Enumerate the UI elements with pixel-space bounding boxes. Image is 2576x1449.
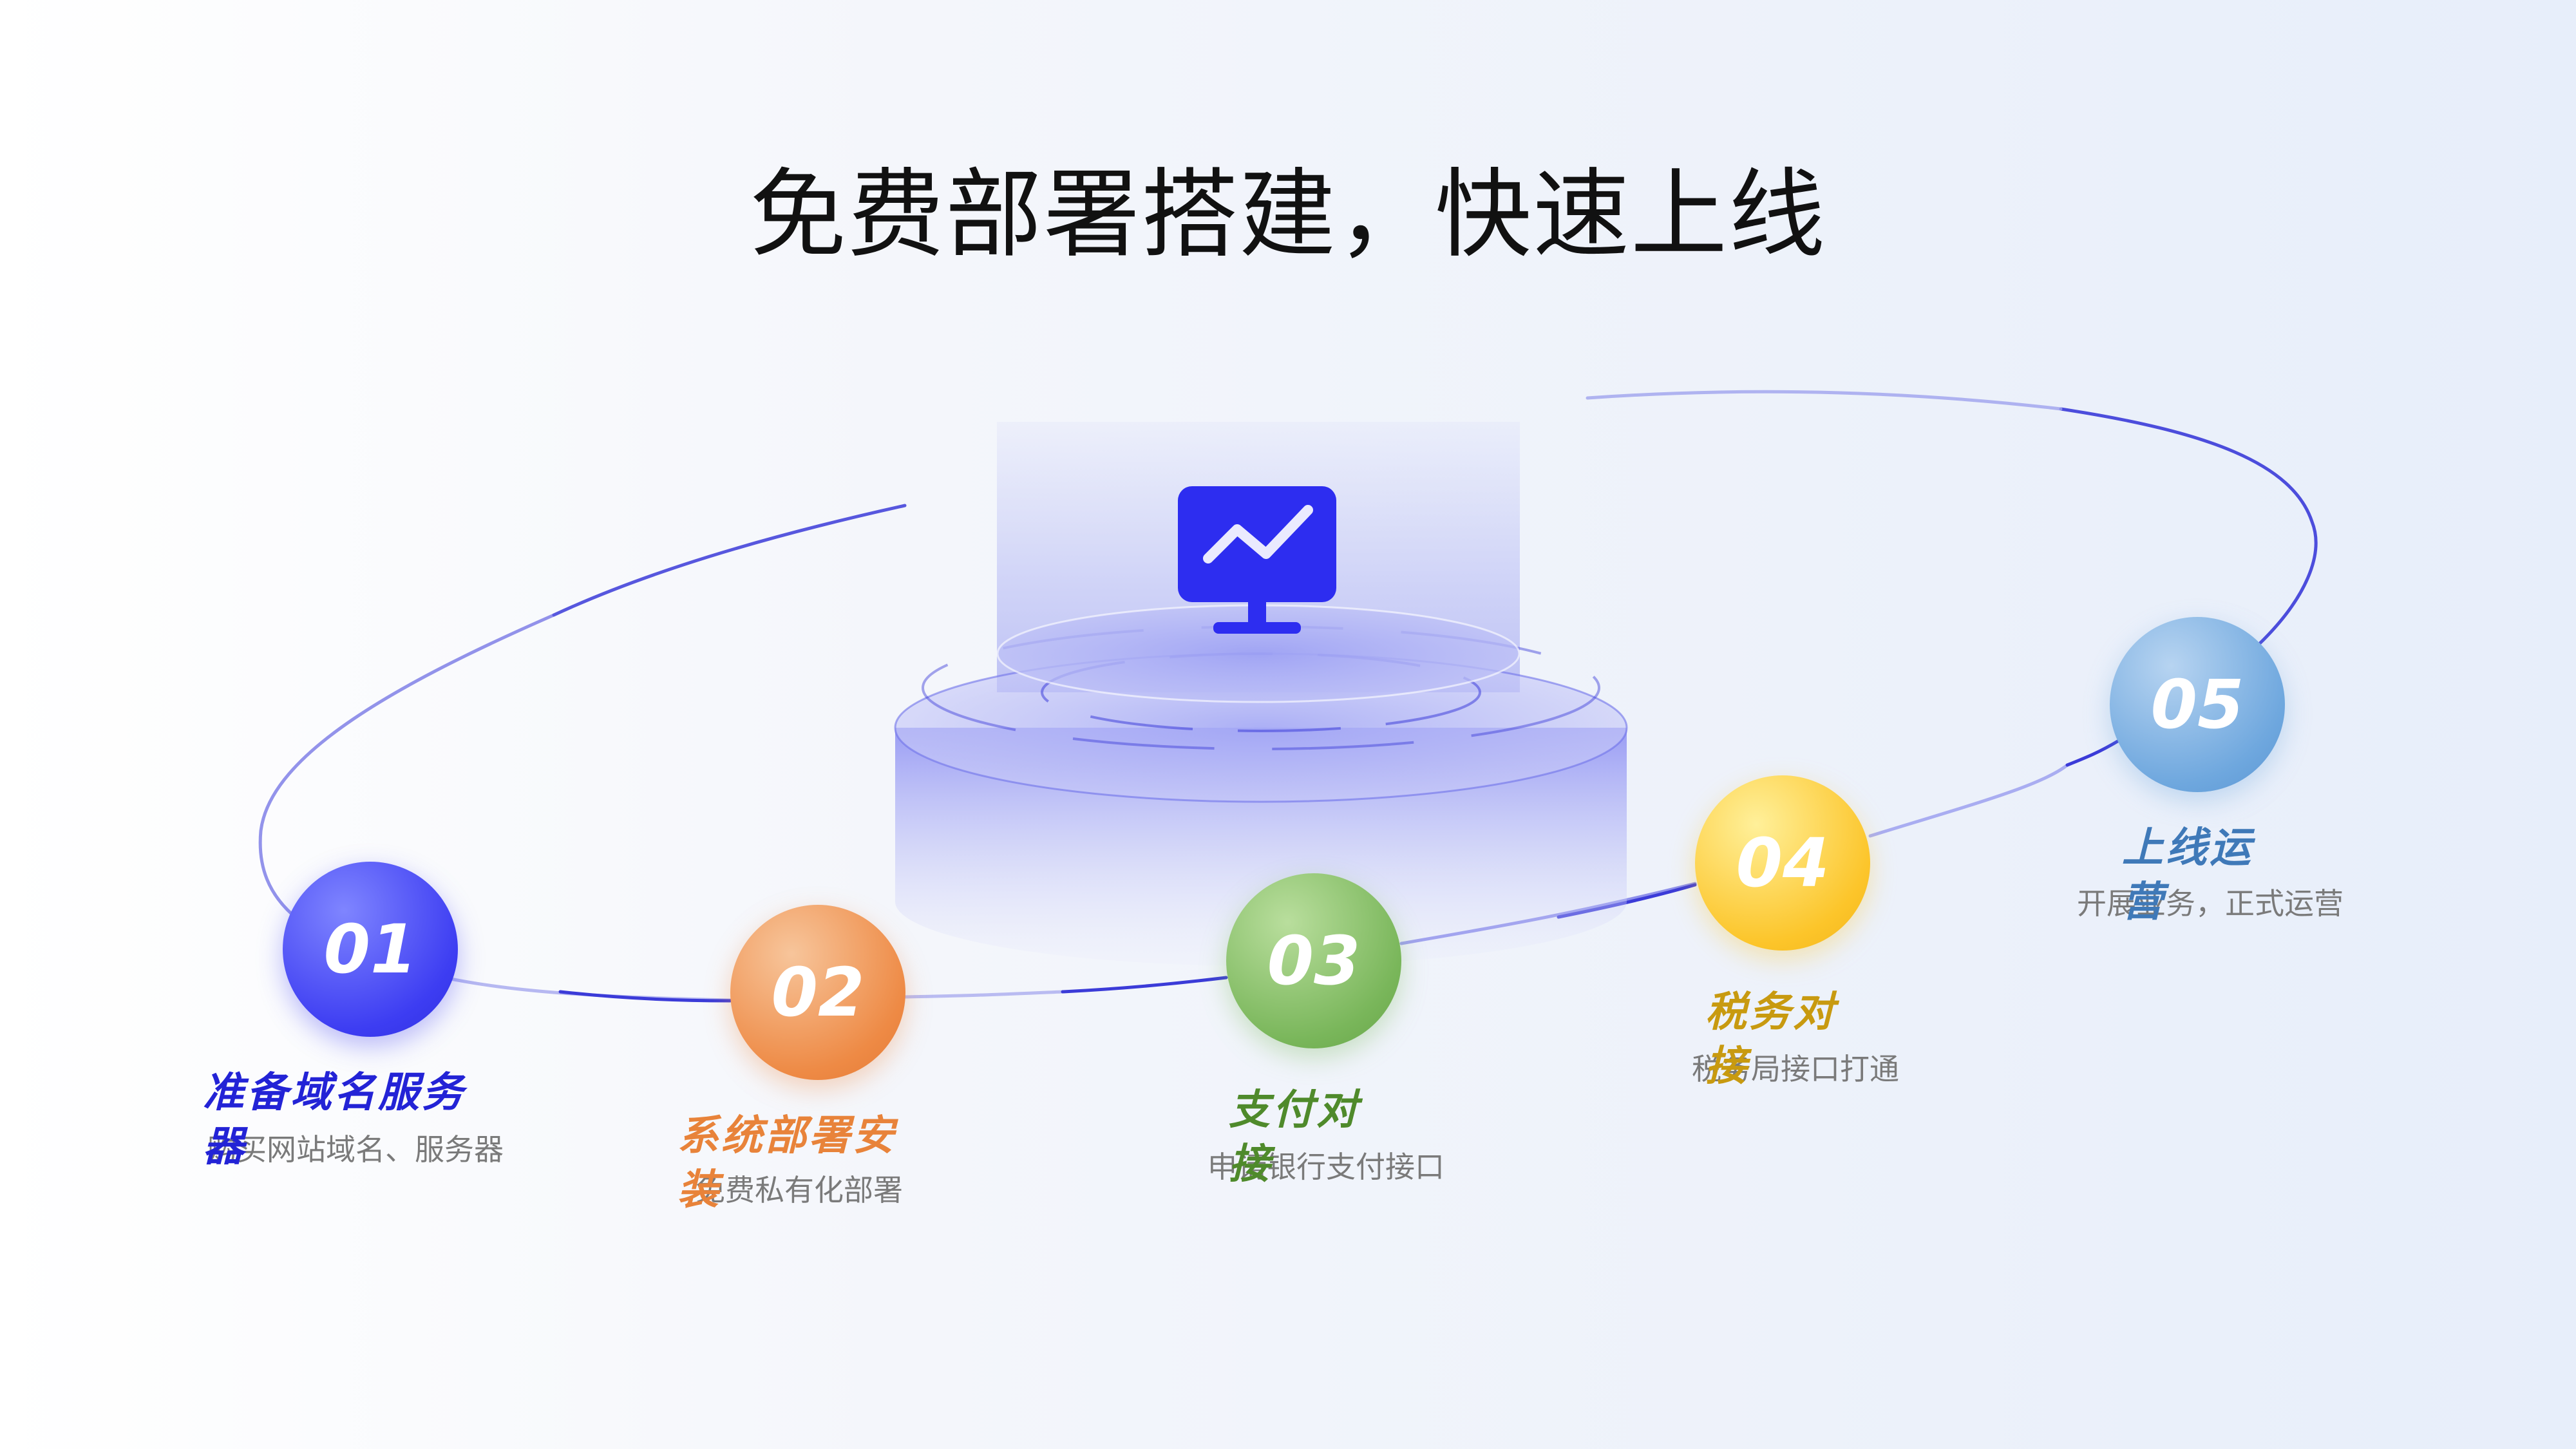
step-4-title: 税务对接 (1705, 989, 1837, 1090)
step-1-badge: 01 (283, 862, 458, 1037)
step-5-desc: 开展业务，正式运营 (2077, 886, 2344, 921)
step-4-badge: 04 (1695, 775, 1870, 951)
page-title: 免费部署搭建，快速上线 (749, 159, 1826, 271)
step-2-title: 系统部署安装 (677, 1112, 896, 1214)
step-5-title: 上线运营 (2122, 824, 2253, 926)
step-2-desc: 免费私有化部署 (696, 1173, 903, 1208)
monitor-chart-icon (1178, 486, 1336, 634)
step-2-badge: 02 (730, 905, 905, 1080)
step-3-badge: 03 (1226, 873, 1401, 1048)
step-1-desc: 购买网站域名、服务器 (207, 1132, 504, 1167)
step-4-desc: 税务局接口打通 (1692, 1052, 1899, 1086)
step-3-desc: 申请银行支付接口 (1208, 1150, 1444, 1184)
step-1-title: 准备域名服务器 (203, 1069, 466, 1171)
platform-base (894, 652, 1628, 966)
step-5-badge: 05 (2110, 617, 2285, 792)
step-3-title: 支付对接 (1229, 1086, 1360, 1188)
